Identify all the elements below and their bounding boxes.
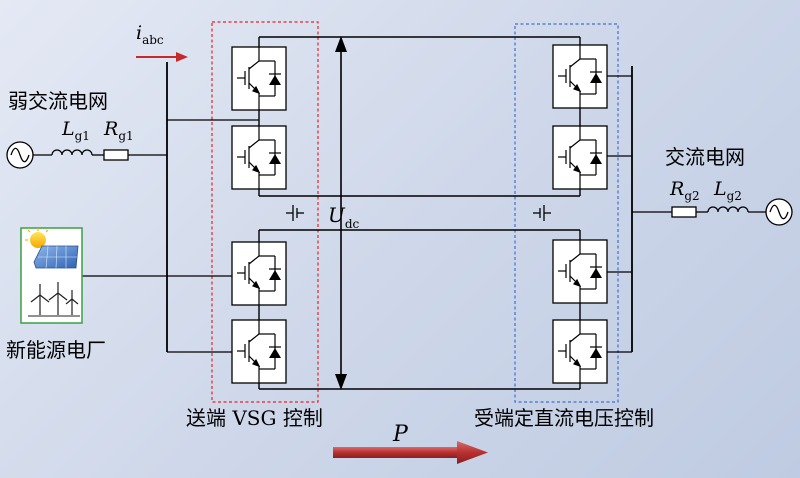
igbt-icon (237, 242, 281, 305)
igbt-module-right-1 (552, 44, 608, 109)
send-control-label: 送端 VSG 控制 (186, 406, 323, 430)
right-grid-line (632, 206, 766, 218)
udc-arrow (335, 36, 347, 390)
rg1-label: Rg1 (103, 118, 134, 143)
igbt-icon (558, 320, 602, 383)
igbt-module-right-3 (552, 239, 608, 304)
left-grid-line (33, 149, 167, 161)
ac-grid-label: 交流电网 (665, 145, 745, 169)
ac-source-sine-icon-right (765, 198, 793, 226)
solar-panel-icon (25, 228, 79, 269)
rg2-label: Rg2 (669, 178, 700, 203)
igbt-module-right-4 (552, 319, 608, 384)
power-label: P (392, 422, 409, 447)
current-arrow (136, 52, 188, 62)
plant-box (20, 227, 83, 324)
capacitor-icon-left (286, 205, 304, 221)
igbt-module-left-4 (231, 319, 287, 384)
igbt-icon (237, 47, 281, 110)
plant-label: 新能源电厂 (6, 338, 106, 362)
receive-control-box (514, 23, 619, 403)
igbt-module-left-2 (231, 125, 287, 190)
igbt-icon (558, 240, 602, 303)
inductor-lg1-icon (51, 149, 93, 156)
inductor-lg2-icon (707, 206, 749, 213)
igbt-icon (558, 45, 602, 108)
igbt-icon (237, 126, 281, 189)
wind-turbine-icon (28, 282, 80, 317)
receive-control-label: 受端定直流电压控制 (474, 406, 654, 430)
igbt-icon (237, 320, 281, 383)
resistor-rg2-icon (671, 206, 697, 218)
dc-bus (258, 36, 581, 390)
igbt-module-left-3 (231, 241, 287, 306)
power-flow-arrow (333, 441, 488, 464)
capacitor-icon-right (533, 205, 551, 221)
igbt-module-left-1 (231, 46, 287, 111)
right-converter-taps (580, 75, 632, 353)
lg2-label: Lg2 (713, 178, 742, 203)
igbt-icon (558, 126, 602, 189)
lg1-label: Lg1 (61, 118, 90, 143)
ac-source-sine-icon-left (6, 141, 34, 169)
send-control-box (211, 21, 319, 403)
udc-label: Udc (328, 203, 360, 231)
resistor-rg1-icon (103, 149, 129, 161)
igbt-module-right-2 (552, 125, 608, 190)
current-label: iabc (136, 22, 164, 47)
weak-grid-label: 弱交流电网 (8, 89, 108, 113)
